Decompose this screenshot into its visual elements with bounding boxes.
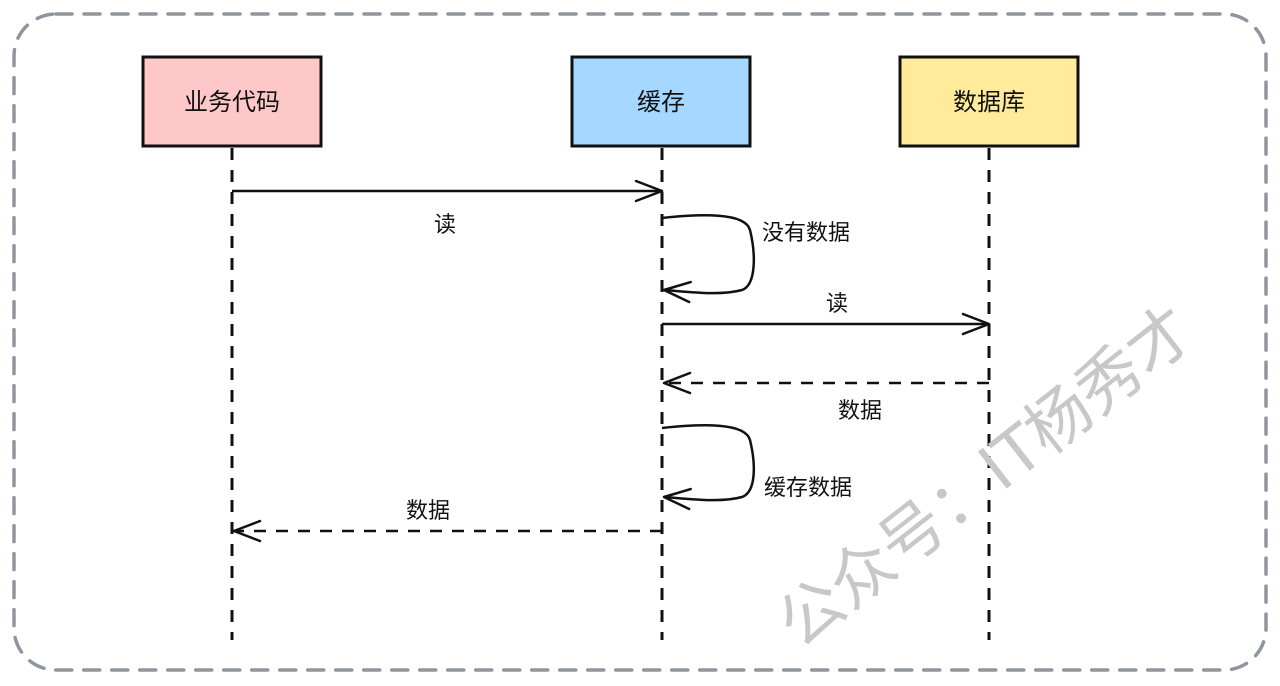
actor-biz-label: 业务代码: [184, 88, 280, 116]
message-label: 读: [826, 292, 848, 317]
diagram-frame: [12, 12, 1268, 672]
message-read-db: 读: [662, 292, 991, 336]
actor-cache-label: 缓存: [637, 88, 685, 116]
message-label: 没有数据: [762, 221, 850, 246]
self-loop-arrow: [661, 424, 755, 511]
actor-cache: 缓存: [570, 55, 752, 148]
message-label: 数据: [406, 499, 450, 524]
actor-biz: 业务代码: [141, 55, 323, 148]
actor-db-label: 数据库: [953, 88, 1025, 116]
actor-db: 数据库: [898, 55, 1080, 148]
message-db-return: 数据: [662, 371, 989, 424]
message-label: 读: [434, 213, 456, 238]
message-biz-return: 数据: [232, 499, 662, 543]
message-cache-store: 缓存数据: [661, 424, 852, 511]
message-label: 数据: [838, 399, 882, 424]
message-label: 缓存数据: [764, 476, 852, 501]
message-read-cache: 读: [232, 179, 664, 238]
message-no-data: 没有数据: [661, 214, 850, 304]
self-loop-arrow: [661, 214, 755, 304]
